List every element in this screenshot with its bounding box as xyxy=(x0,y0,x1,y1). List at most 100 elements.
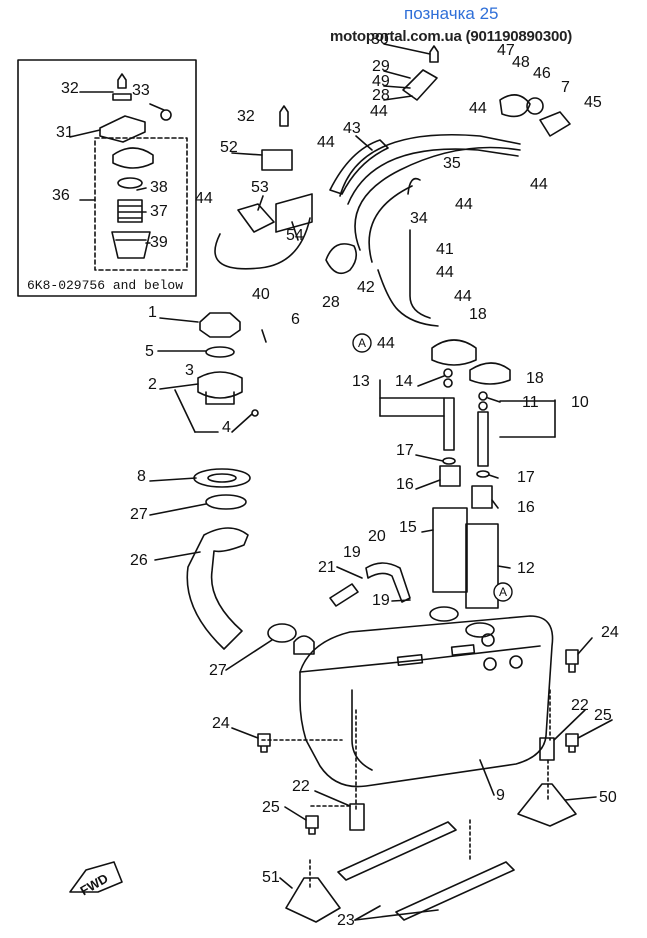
bolt-25-left xyxy=(305,815,319,835)
filler-neck-2 xyxy=(197,371,243,405)
fuel-line-41 xyxy=(409,229,431,319)
bracket-53 xyxy=(237,203,275,233)
clamp-27-bottom xyxy=(267,623,297,643)
hose-20 xyxy=(365,562,411,603)
part-label-p37: 37 xyxy=(150,203,168,220)
part-label-p8: 8 xyxy=(137,468,146,485)
washer-17-left xyxy=(442,457,456,465)
part-label-p29: 29 xyxy=(372,58,390,75)
inset-nut-33 xyxy=(160,109,172,121)
part-label-p16b: 16 xyxy=(517,499,535,516)
part-label-p44i: 44 xyxy=(530,176,548,193)
fwd-arrow-icon xyxy=(69,861,123,893)
tube-12 xyxy=(465,523,499,609)
filter-16-left xyxy=(439,465,461,487)
part-label-p7: 7 xyxy=(561,79,570,96)
part-label-p31: 31 xyxy=(56,124,74,141)
part-label-p32b: 32 xyxy=(237,108,255,125)
valve-29 xyxy=(402,69,438,101)
vent-line-1 xyxy=(339,133,521,197)
fuel-tank-9 xyxy=(299,615,554,788)
cap-18-left xyxy=(431,339,477,366)
page-title: позначка 25 xyxy=(404,4,499,23)
inset-note: 6K8-029756 and below xyxy=(27,278,183,293)
bracket-52 xyxy=(261,149,293,171)
part-label-p44e: 44 xyxy=(436,264,454,281)
screw-6 xyxy=(261,329,267,343)
part-label-p10: 10 xyxy=(571,394,589,411)
part-label-p17b: 17 xyxy=(517,469,535,486)
inset-spring-37 xyxy=(117,199,143,223)
filter-54 xyxy=(275,193,313,233)
part-label-p19a: 19 xyxy=(343,544,361,561)
part-label-p44f: 44 xyxy=(454,288,472,305)
inset-cap-36 xyxy=(112,147,154,169)
part-label-p18b: 18 xyxy=(526,370,544,387)
inset-cap-31 xyxy=(99,115,146,143)
bolt-24-right xyxy=(565,649,579,673)
bracket-22-right xyxy=(539,737,555,761)
part-label-p11: 11 xyxy=(522,394,539,411)
clip-28 xyxy=(325,243,358,275)
part-label-p1: 1 xyxy=(148,304,157,321)
part-label-p24b: 24 xyxy=(212,715,230,732)
bolt-24-left xyxy=(257,733,271,753)
part-label-p6: 6 xyxy=(291,311,300,328)
part-label-p44g: 44 xyxy=(377,335,395,352)
part-label-p44b: 44 xyxy=(370,103,388,120)
part-label-p27a: 27 xyxy=(130,506,148,523)
part-label-p40: 40 xyxy=(252,286,270,303)
washer-17-right xyxy=(476,470,490,478)
vent-line-4 xyxy=(368,185,413,263)
screw-4 xyxy=(251,409,259,417)
part-label-p25b: 25 xyxy=(262,799,280,816)
part-label-p35: 35 xyxy=(443,155,461,172)
part-label-p13: 13 xyxy=(352,373,370,390)
part-label-p2: 2 xyxy=(148,376,157,393)
mount-50 xyxy=(517,783,577,827)
part-label-p46: 46 xyxy=(533,65,551,82)
part-label-p16a: 16 xyxy=(396,476,414,493)
line-35 xyxy=(407,177,421,195)
part-label-p42: 42 xyxy=(357,279,375,296)
hose-43 xyxy=(329,139,389,195)
part-label-p45: 45 xyxy=(584,94,602,111)
gasket-5 xyxy=(205,346,235,358)
svg-text:A: A xyxy=(358,336,366,350)
inset-dashed-group xyxy=(94,137,188,271)
cap-18-right xyxy=(469,362,511,385)
mount-51 xyxy=(285,877,341,923)
part-label-p38: 38 xyxy=(150,179,168,196)
inset-bolt-32 xyxy=(112,73,132,101)
part-label-p43: 43 xyxy=(343,120,361,137)
strap-23-right xyxy=(395,861,515,921)
svg-text:A: A xyxy=(499,585,507,599)
gasket-8 xyxy=(193,468,251,488)
part-label-p21: 21 xyxy=(318,559,336,576)
part-label-p4: 4 xyxy=(222,419,231,436)
washer-11 xyxy=(478,401,488,411)
part-label-p26: 26 xyxy=(130,552,148,569)
part-label-p53: 53 xyxy=(251,179,269,196)
part-label-p19b: 19 xyxy=(372,592,390,609)
clamp-27-top xyxy=(205,494,247,510)
part-label-p9: 9 xyxy=(496,787,505,804)
part-label-p14: 14 xyxy=(395,373,413,390)
oring-7 xyxy=(526,97,544,115)
inset-frame xyxy=(17,59,197,297)
part-label-p52: 52 xyxy=(220,139,238,156)
bolt-25-right xyxy=(565,733,579,753)
tube-15 xyxy=(432,507,468,593)
part-label-p22b: 22 xyxy=(292,778,310,795)
callout-a-right: A xyxy=(493,582,513,602)
valve-46 xyxy=(499,94,531,118)
part-label-p18a: 18 xyxy=(469,306,487,323)
bolt-32 xyxy=(279,105,289,127)
part-label-p47: 47 xyxy=(497,42,515,59)
callout-a-left: A xyxy=(352,333,372,353)
part-label-p44a: 44 xyxy=(317,134,335,151)
part-label-p30: 30 xyxy=(371,31,389,48)
part-label-p28: 28 xyxy=(322,294,340,311)
